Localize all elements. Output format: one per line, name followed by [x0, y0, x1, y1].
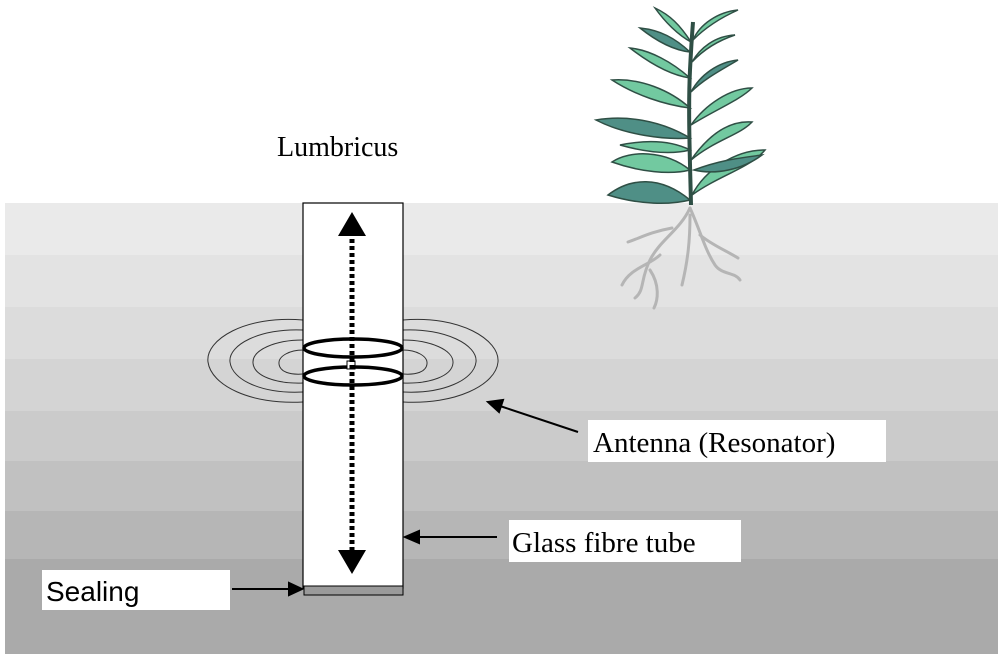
- plant-icon: [593, 6, 767, 310]
- antenna-label-box: [588, 420, 886, 462]
- plant-leaves: [593, 6, 767, 205]
- field-lines: [207, 318, 499, 403]
- plant-roots: [620, 206, 742, 310]
- tube-label: Glass fibre tube: [512, 527, 696, 559]
- tube-label-box: [509, 520, 741, 562]
- double-headed-arrow-icon: [338, 212, 366, 574]
- sealing-plug: [303, 585, 404, 596]
- pointer-arrows: [232, 398, 579, 597]
- sealing-label-box: [42, 570, 230, 610]
- diagram-title: Lumbricus: [277, 132, 398, 163]
- antenna-label: Antenna (Resonator): [593, 427, 835, 459]
- sealing-label: Sealing: [46, 576, 139, 607]
- plant-stem: [687, 21, 695, 206]
- soil-layers: [5, 203, 998, 654]
